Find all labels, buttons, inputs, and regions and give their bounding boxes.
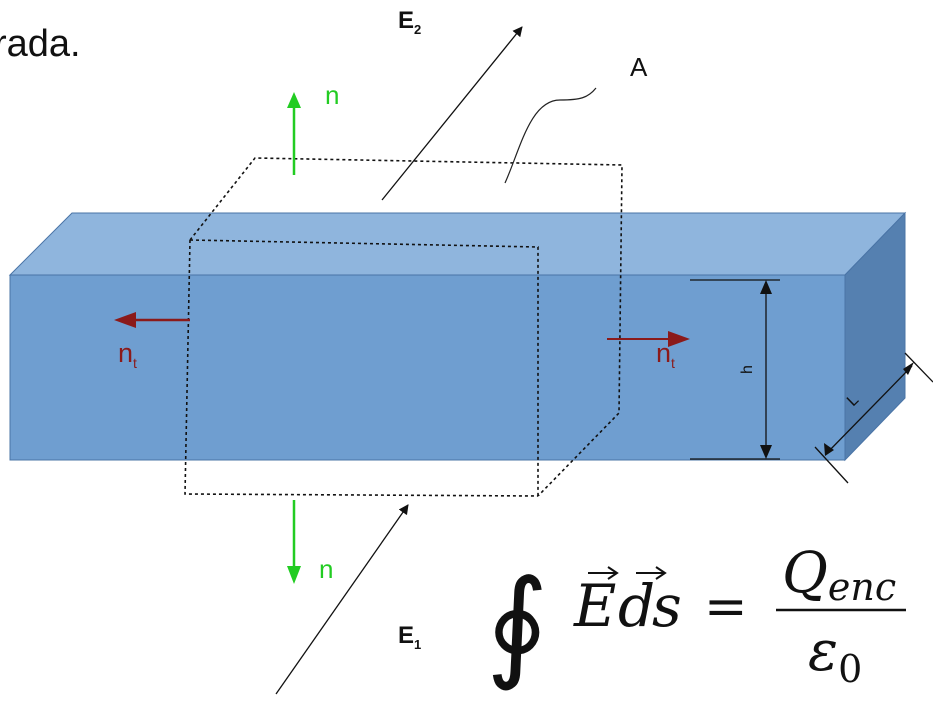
area-label: A	[630, 52, 648, 82]
tangent-right-label: nt	[656, 338, 675, 371]
gauss-law-equation: ∮ E d s = Qenc ε0	[486, 541, 906, 694]
slab-side-face	[844, 211, 906, 462]
normal-top-arrowhead	[287, 92, 301, 108]
height-label: h	[739, 365, 756, 374]
equation-equals: =	[704, 577, 748, 637]
e2-arrow	[381, 26, 523, 201]
tangent-right-arrowhead	[668, 331, 690, 347]
equation-denominator: ε0	[808, 619, 862, 691]
e1-arrow	[275, 504, 409, 695]
normal-bottom-arrowhead	[287, 566, 301, 584]
gaussian-pillbox	[184, 157, 623, 497]
slab-front-face	[9, 274, 846, 461]
top-partial-text: rada.	[0, 23, 81, 65]
height-arrowhead-top	[760, 280, 772, 294]
area-leader-line	[504, 87, 597, 184]
e2-label: E2	[398, 7, 421, 37]
normal-top-label: n	[325, 80, 339, 110]
tangent-left-label: nt	[118, 338, 137, 371]
length-arrowhead-bottom	[824, 443, 834, 456]
equation-d: d	[618, 572, 655, 640]
equation-s: s	[652, 572, 682, 640]
normal-bottom-label: n	[319, 554, 333, 584]
length-arrowhead-top	[903, 362, 914, 375]
contour-integral-symbol: ∮	[486, 555, 549, 694]
e-vector-arrow	[588, 566, 619, 580]
height-arrowhead-bottom	[760, 445, 772, 459]
ds-vector-arrow	[636, 566, 667, 580]
tangent-left-arrowhead	[114, 312, 136, 328]
length-dimension	[814, 352, 933, 484]
equation-numerator: Qenc	[782, 541, 896, 609]
e1-label: E1	[398, 622, 421, 652]
height-dimension	[690, 279, 780, 460]
equation-e-vector: E	[573, 572, 616, 640]
slab-top-face	[8, 212, 907, 276]
